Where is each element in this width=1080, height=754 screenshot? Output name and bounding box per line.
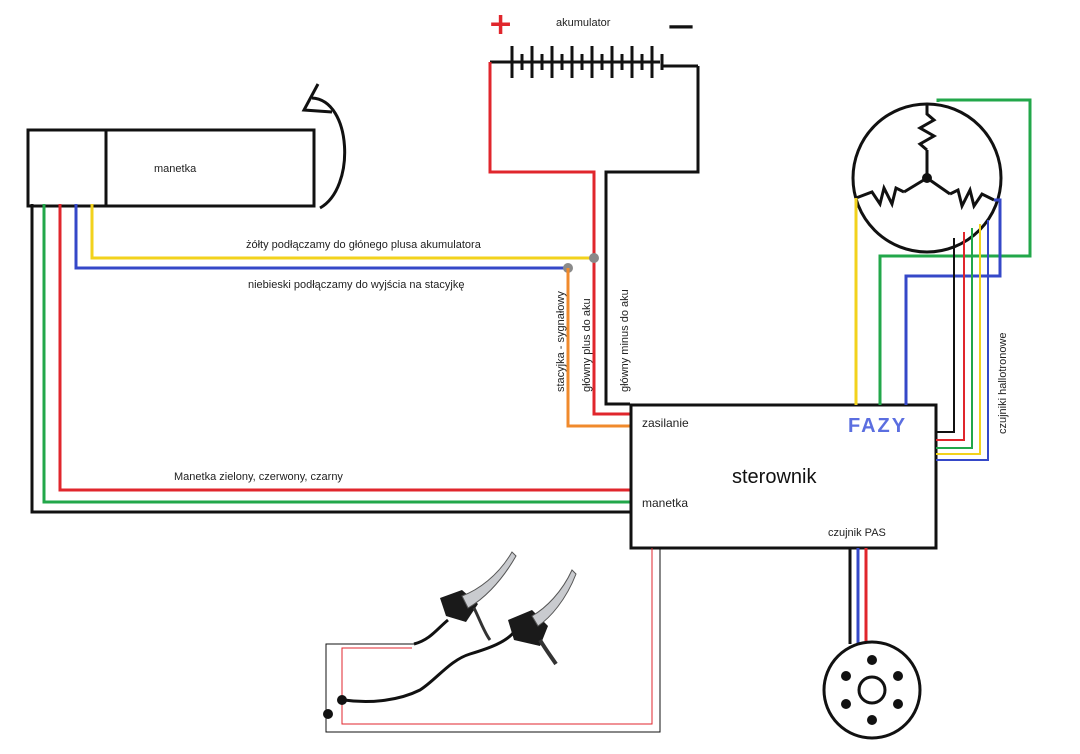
plus-sign: + <box>488 7 513 42</box>
brake-red-wire-upper <box>341 647 412 700</box>
power-port-label: zasilanie <box>642 416 689 430</box>
brake-red-wire <box>341 548 653 725</box>
phase-green-wire <box>878 98 1032 405</box>
junction-dot <box>589 253 599 263</box>
hall-green-wire <box>936 228 973 449</box>
hall-sensors-label: czujniki hallotronowe <box>997 333 1009 435</box>
brake-lever-icon <box>413 551 517 646</box>
blue-wire-note: niebieski podłączamy do wyjścia na stacy… <box>248 279 464 291</box>
main-minus-label: główny minus do aku <box>619 289 631 392</box>
hall-blue-wire <box>936 220 989 461</box>
battery-label: akumulator <box>556 17 611 29</box>
brake-black-wire <box>325 548 661 733</box>
minus-sign: — <box>668 11 694 41</box>
brake-lever-icon <box>343 569 577 704</box>
signal-wire-label: stacyjka - sygnałowy <box>555 291 567 392</box>
main-plus-label: główny plus do aku <box>581 298 593 392</box>
throttle-red-wire <box>58 204 632 492</box>
rotate-arrow-icon <box>301 83 347 210</box>
brake-connector-dot <box>323 709 333 719</box>
phases-label: FAZY <box>848 415 907 437</box>
hall-yellow-wire <box>936 224 981 455</box>
pas-sensor-icon <box>822 640 922 740</box>
controller-box <box>629 403 938 550</box>
motor-icon <box>851 102 1003 254</box>
pas-sensor-label: czujnik PAS <box>828 527 886 539</box>
main-minus-wire <box>604 66 700 406</box>
main-plus-wire <box>488 62 630 416</box>
signal-wire <box>566 268 630 428</box>
brake-connector-dot <box>337 695 347 705</box>
throttle-label: manetka <box>154 163 197 175</box>
blue-wire <box>74 204 568 270</box>
throttle-green-wire <box>42 204 632 504</box>
throttle-grip-icon <box>26 128 316 208</box>
brake-black-wire-upper <box>325 643 414 714</box>
pas-wires <box>848 548 868 644</box>
throttle-port-label: manetka <box>642 496 688 510</box>
yellow-wire-note: żółty podłączamy do głónego plusa akumul… <box>246 239 482 251</box>
throttle-black-wire <box>30 204 632 514</box>
controller-label: sterownik <box>732 466 817 488</box>
yellow-wire <box>90 204 594 260</box>
phase-blue-wire <box>904 198 1002 405</box>
throttle-wires-note: Manetka zielony, czerwony, czarny <box>174 471 343 483</box>
battery-icon <box>490 46 698 78</box>
hall-black-wire <box>936 238 955 433</box>
hall-red-wire <box>936 232 965 441</box>
